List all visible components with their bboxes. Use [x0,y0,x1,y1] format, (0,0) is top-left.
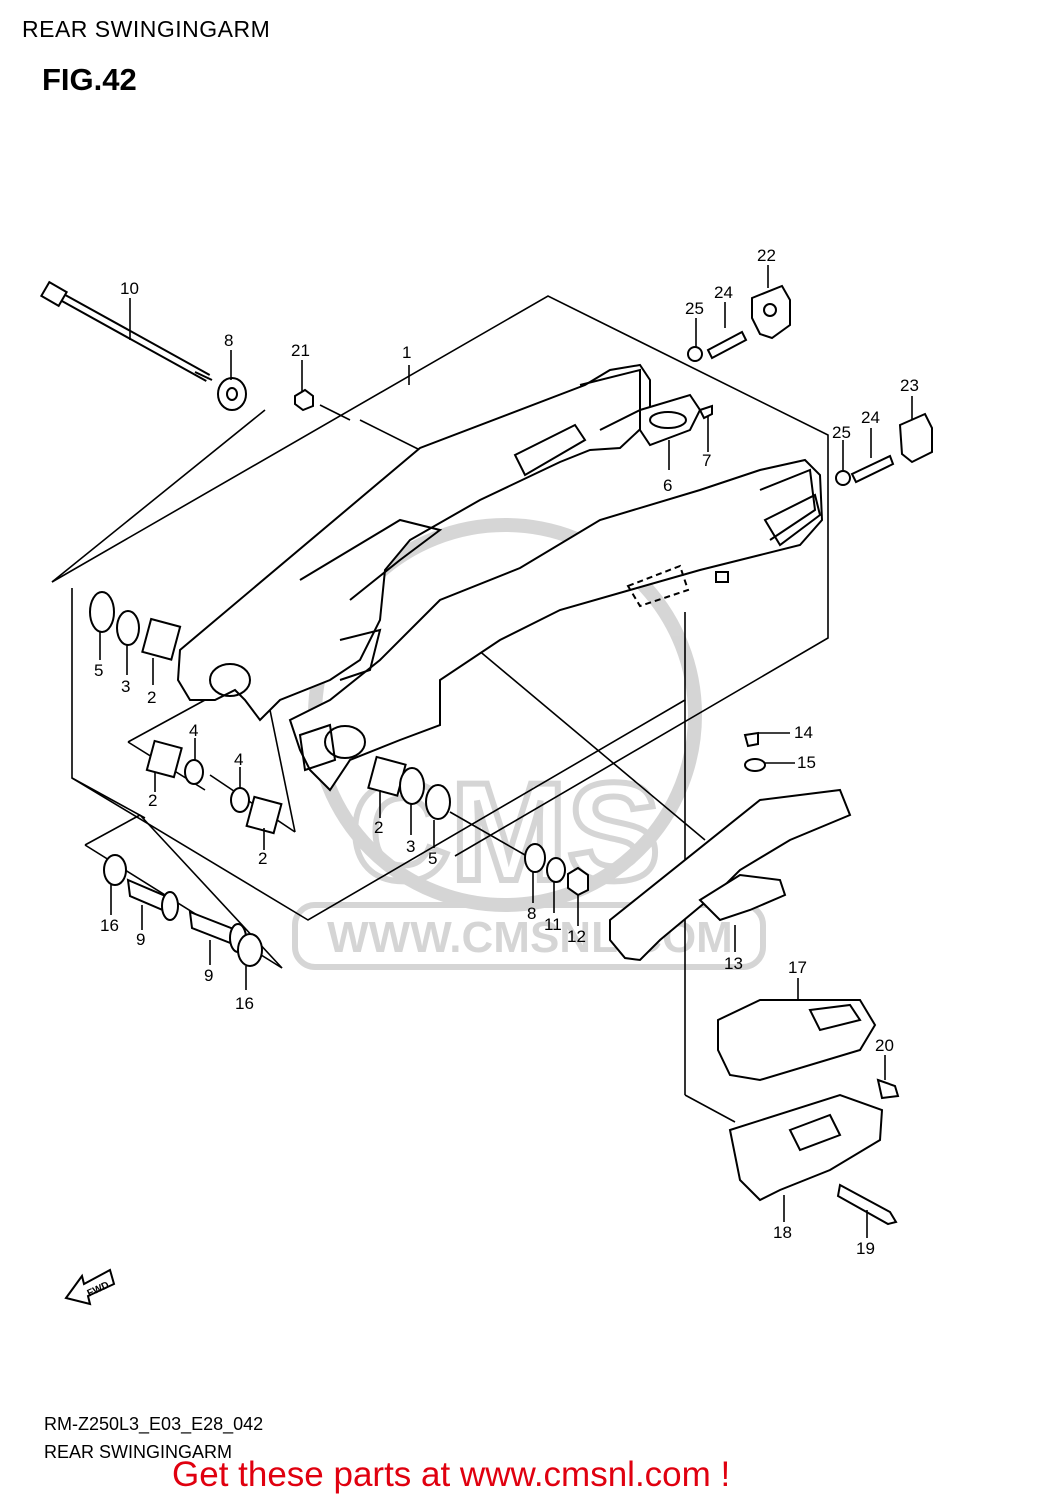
callout-12: 12 [567,927,586,946]
callout-9: 9 [204,966,213,985]
callout-3: 3 [406,837,415,856]
callout-6: 6 [663,476,672,495]
callout-9: 9 [136,930,145,949]
callout-24: 24 [861,408,880,427]
part-21-nut [294,388,314,412]
callout-14: 14 [794,723,813,742]
callout-16: 16 [235,994,254,1013]
callout-1: 1 [402,343,411,362]
callout-labels: 1 2 2 2 2 3 3 4 4 5 5 6 7 8 8 9 9 10 11 … [94,246,919,1258]
callout-2: 2 [147,688,156,707]
callout-23: 23 [900,376,919,395]
callout-7: 7 [702,451,711,470]
leader-lines [99,265,913,1238]
callout-11: 11 [544,915,562,934]
figure-number: FIG.42 [42,62,137,97]
cta-link[interactable]: Get these parts at www.cmsnl.com ! [172,1455,731,1494]
callout-18: 18 [773,1223,792,1242]
callout-3: 3 [121,677,130,696]
swingarm-body [176,363,824,792]
callout-4: 4 [189,721,198,740]
callout-24: 24 [714,283,733,302]
callout-21: 21 [291,341,310,360]
callout-15: 15 [797,753,816,772]
page-header-title: REAR SWINGINGARM [22,16,271,42]
callout-17: 17 [788,958,807,977]
callout-10: 10 [120,279,139,298]
callout-5: 5 [428,849,437,868]
model-code: RM-Z250L3_E03_E28_042 [44,1414,264,1434]
part-13-chain-slider [609,788,852,962]
callout-2: 2 [374,818,383,837]
callout-8: 8 [224,331,233,350]
footer-caption: REAR SWINGINGARM [44,1442,233,1462]
callout-2: 2 [258,849,267,868]
callout-16: 16 [100,916,119,935]
callout-19: 19 [856,1239,875,1258]
callout-22: 22 [757,246,776,265]
callout-25: 25 [685,299,704,318]
part-8-washer [217,377,247,411]
forward-direction-arrow: FWD [64,1268,116,1306]
callout-2: 2 [148,791,157,810]
callout-20: 20 [875,1036,894,1055]
callout-13: 13 [724,954,743,973]
callout-25: 25 [832,423,851,442]
callout-8: 8 [527,904,536,923]
callout-5: 5 [94,661,103,680]
part-10-pivot-shaft [39,280,213,382]
callout-4: 4 [234,750,243,769]
